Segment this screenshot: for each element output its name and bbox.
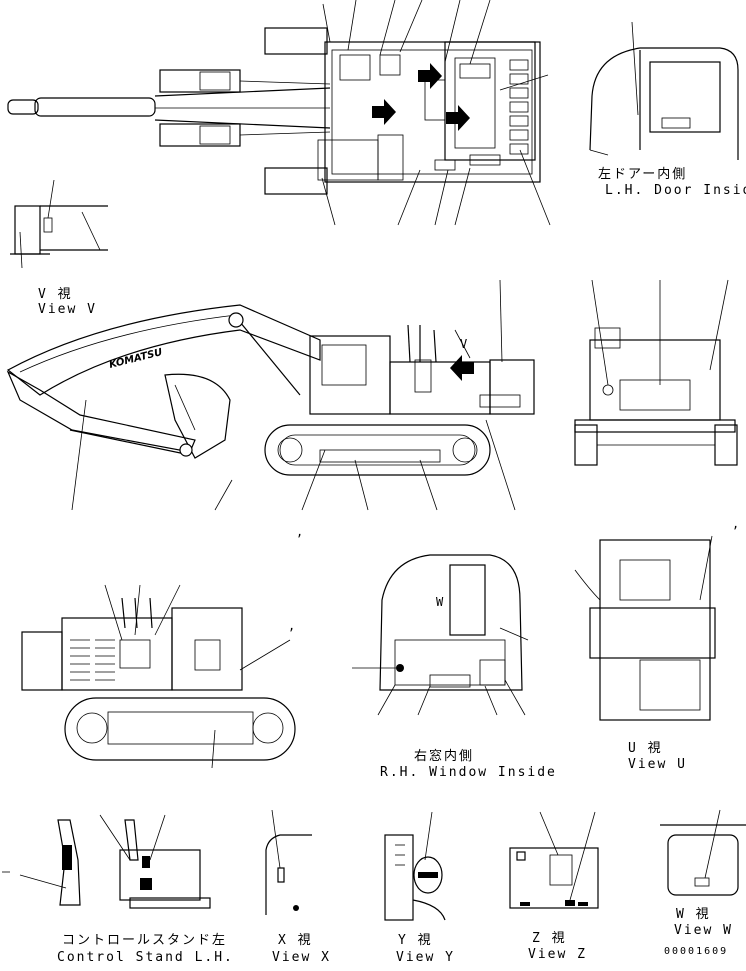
control-stand-title-jp: コントロールスタンド左 bbox=[62, 933, 227, 948]
arrow-icon bbox=[446, 105, 470, 131]
top-plan-view bbox=[7, 0, 551, 226]
view-y-title-en: View Y bbox=[396, 950, 455, 965]
brand-logo: KOMATSU bbox=[108, 347, 164, 371]
callout-comma-2: , bbox=[288, 619, 296, 633]
view-v-title-jp: V 視 bbox=[38, 287, 73, 302]
arrow-icon bbox=[450, 355, 474, 381]
hood-grill bbox=[509, 59, 529, 155]
side-view-right bbox=[21, 584, 296, 769]
rh-window-view: W 右窓内側 R.H. Window Inside bbox=[352, 554, 557, 780]
control-stand-title-en: Control Stand L.H. bbox=[57, 950, 234, 965]
view-y-title-jp: Y 視 bbox=[398, 933, 433, 948]
view-x-title-en: View X bbox=[272, 950, 331, 965]
view-w-title-en: View W bbox=[674, 923, 733, 938]
view-w-title-jp: W 視 bbox=[676, 907, 711, 922]
view-w: W 視 View W bbox=[660, 809, 746, 938]
lh-door-title-jp: 左ドアー内側 bbox=[598, 166, 687, 182]
arrow-icon bbox=[372, 99, 396, 125]
rh-window-title-en: R.H. Window Inside bbox=[380, 765, 557, 780]
side-view-left: KOMATSU V bbox=[6, 279, 535, 511]
view-u-title-en: View U bbox=[628, 757, 687, 772]
callout-w: W bbox=[436, 595, 444, 609]
view-z-title-en: View Z bbox=[528, 947, 587, 962]
lh-door-title-en: L.H. Door Inside bbox=[605, 183, 746, 198]
callout-comma-1: , bbox=[296, 525, 304, 539]
drawing-number: 00001609 bbox=[664, 946, 728, 957]
view-z: Z 視 View Z bbox=[509, 811, 599, 962]
radiator-grill bbox=[70, 639, 115, 681]
view-v: V 視 View V bbox=[10, 179, 108, 317]
rh-window-title-jp: 右窓内側 bbox=[414, 748, 474, 764]
control-stand-view: コントロールスタンド左 Control Stand L.H. bbox=[2, 814, 234, 965]
view-z-title-jp: Z 視 bbox=[532, 931, 567, 946]
view-x: X 視 View X bbox=[265, 809, 331, 965]
callout-v: V bbox=[460, 337, 468, 351]
lh-door-view: 左ドアー内側 L.H. Door Inside bbox=[589, 21, 746, 198]
view-v-title-en: View V bbox=[38, 302, 97, 317]
arrow-icon bbox=[418, 63, 442, 89]
view-x-title-jp: X 視 bbox=[278, 933, 313, 948]
callout-comma-3: , bbox=[732, 517, 740, 531]
view-u-title-jp: U 視 bbox=[628, 741, 663, 756]
rear-view bbox=[574, 279, 738, 466]
view-y: Y 視 View Y bbox=[384, 811, 455, 965]
view-u: U 視 View U bbox=[574, 535, 716, 772]
